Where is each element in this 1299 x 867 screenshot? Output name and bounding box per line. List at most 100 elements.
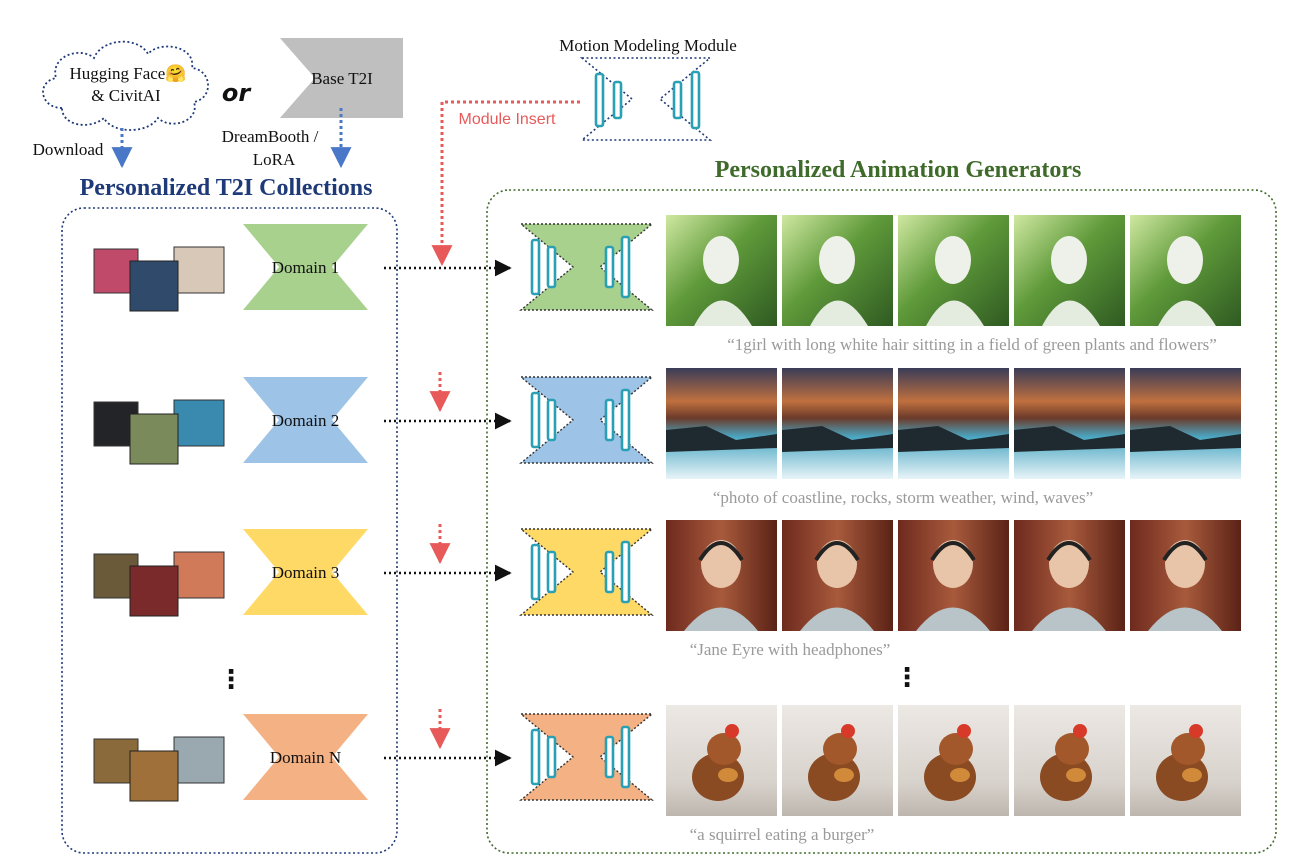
sample-thumbnail (129, 750, 179, 802)
generator-4-bar-2 (546, 735, 557, 779)
animation-frame (666, 215, 777, 326)
module-insert-arrow (431, 100, 580, 267)
domain-3-label: Domain 3 (272, 563, 340, 582)
animation-frame (898, 705, 1009, 816)
domain-4-hourglass-shape (243, 714, 368, 800)
animation-frame (782, 368, 893, 479)
left-panel-frame (61, 207, 398, 854)
hub-name-line1: Hugging Face (69, 64, 165, 83)
generator-4-hourglass-shape (519, 713, 654, 801)
motion-bar-1 (594, 72, 605, 128)
hub-name-line2: & CivitAI (91, 86, 161, 105)
generator-2-hourglass-shape (519, 376, 654, 464)
motion-bar-4 (690, 70, 701, 130)
animation-frame (1130, 520, 1241, 631)
animation-frame (1014, 215, 1125, 326)
animation-frame (1014, 705, 1125, 816)
animation-frames-row-3 (666, 520, 1241, 631)
svg-text:Hugging Face🤗: Hugging Face🤗 (69, 64, 186, 83)
generator-1-bar-4 (620, 235, 631, 299)
generator-1-bar-2 (546, 245, 557, 289)
domain-2-sample-thumbnails (93, 399, 225, 465)
animation-frame (666, 520, 777, 631)
animation-frame (1130, 368, 1241, 479)
right-ellipsis: ⋮ (894, 663, 920, 693)
animation-frame (782, 705, 893, 816)
finetune-label-line1: DreamBooth / (222, 127, 319, 146)
domain-2-label: Domain 2 (272, 411, 340, 430)
motion-module-title: Motion Modeling Module (559, 36, 737, 55)
generator-1 (519, 223, 654, 311)
animation-frame (1130, 215, 1241, 326)
animation-frame (1014, 520, 1125, 631)
domain-row-2: Domain 2 “photo of coastline, rocks, stor… (93, 368, 1241, 507)
domain-row-4: Domain N“a squirrel eating a burger” (93, 705, 1241, 844)
animation-frame (666, 368, 777, 479)
sample-thumbnail (173, 246, 225, 294)
animation-frames-row-1 (666, 215, 1241, 326)
domain-3-hourglass-shape (243, 529, 368, 615)
left-ellipsis: ⋮ (218, 665, 244, 695)
sample-thumbnail (173, 736, 225, 784)
domain-3-sample-thumbnails (93, 551, 225, 617)
generator-4-bar-3 (604, 735, 615, 779)
animation-frame (1130, 705, 1241, 816)
base-t2i-label: Base T2I (311, 69, 373, 88)
domain-1-label: Domain 1 (272, 258, 340, 277)
sample-thumbnail (129, 565, 179, 617)
model-hub-cloud: Hugging Face🤗 & CivitAI (42, 40, 209, 131)
base-t2i-model: Base T2I (280, 38, 403, 118)
prompt-caption-3: “Jane Eyre with headphones” (690, 640, 891, 659)
generator-3-bar-4 (620, 540, 631, 604)
domain-row-1: Domain 1“1girl with long white hair sitt… (93, 215, 1241, 354)
sample-thumbnail (173, 399, 225, 447)
generator-3-bar-1 (530, 543, 541, 601)
sample-thumbnail (173, 551, 225, 599)
generator-2 (519, 376, 654, 464)
animation-frames-row-2 (666, 368, 1241, 479)
cloud-shape (42, 40, 209, 131)
motion-bar-2 (612, 80, 623, 120)
domain-rows: Domain 1“1girl with long white hair sitt… (93, 215, 1241, 844)
motion-module (579, 57, 713, 141)
generator-4 (519, 713, 654, 801)
animation-frame (898, 368, 1009, 479)
domain-4-label: Domain N (270, 748, 341, 767)
animation-frame (666, 705, 777, 816)
domain-4-sample-thumbnails (93, 736, 225, 802)
module-insert-label: Module Insert (459, 111, 556, 128)
right-panel-title: Personalized Animation Generators (715, 157, 1082, 183)
animation-frame (782, 520, 893, 631)
sample-thumbnail (129, 413, 179, 465)
generator-3-hourglass-shape (519, 528, 654, 616)
right-panel-frame (486, 189, 1277, 854)
generator-3-bar-2 (546, 550, 557, 594)
prompt-caption-2: “photo of coastline, rocks, storm weathe… (713, 488, 1093, 507)
animation-frame (898, 215, 1009, 326)
sample-thumbnail (129, 260, 179, 312)
animation-frame (1014, 368, 1125, 479)
domain-1-sample-thumbnails (93, 246, 225, 312)
motion-bar-3 (672, 80, 683, 120)
finetune-label-line2: LoRA (253, 150, 296, 169)
generator-2-bar-4 (620, 388, 631, 452)
generator-2-bar-2 (546, 398, 557, 442)
generator-4-bar-4 (620, 725, 631, 789)
generator-3-bar-3 (604, 550, 615, 594)
generator-3 (519, 528, 654, 616)
generator-2-bar-1 (530, 391, 541, 449)
generator-1-bar-1 (530, 238, 541, 296)
generator-2-bar-3 (604, 398, 615, 442)
or-label: or (222, 79, 252, 107)
download-label: Download (33, 140, 104, 159)
animation-frames-row-4 (666, 705, 1241, 816)
left-panel-title: Personalized T2I Collections (80, 175, 373, 201)
generator-1-hourglass-shape (519, 223, 654, 311)
hugging-face-emoji-icon: 🤗 (165, 64, 186, 83)
animation-frame (898, 520, 1009, 631)
domain-2-hourglass-shape (243, 377, 368, 463)
domain-1-hourglass-shape (243, 224, 368, 310)
generator-1-bar-3 (604, 245, 615, 289)
